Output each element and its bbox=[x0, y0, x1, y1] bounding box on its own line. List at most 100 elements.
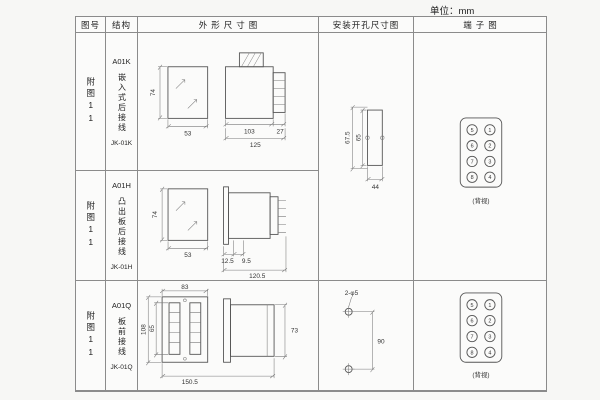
structure-desc: 嵌入式后接线 bbox=[117, 72, 127, 133]
dim-label-total-w: 150.5 bbox=[182, 379, 199, 386]
view-note: (背视) bbox=[472, 370, 489, 379]
dimension-table: 图号 结构 外形尺寸图 安装开孔尺寸图 端子图 附图11 A01K 嵌入式后接线… bbox=[75, 16, 547, 392]
dim-label-total: 120.5 bbox=[249, 273, 266, 280]
figure-cell-a01h: 附图11 bbox=[76, 171, 106, 281]
front-dims: 74 53 bbox=[152, 186, 209, 259]
pin-number: 3 bbox=[488, 159, 491, 165]
outline-cell-a01k: 74 53 103 27 125 bbox=[138, 33, 319, 171]
pin-number: 2 bbox=[488, 144, 491, 150]
side-view bbox=[225, 52, 286, 119]
figure-label: 附图11 bbox=[85, 311, 96, 360]
terminal-drawing-a01q: 5 1 6 2 7 3 8 4 (背视) bbox=[459, 292, 503, 379]
mounting-cell-a01q: 2-φ5 90 bbox=[319, 281, 414, 391]
model-label: A01Q bbox=[111, 300, 132, 310]
terminal-drawing-k-h: 5 1 6 2 7 3 8 4 (背视) bbox=[459, 117, 503, 205]
col-header-figure: 图号 bbox=[76, 17, 106, 33]
dim-label-width: 83 bbox=[181, 284, 189, 291]
header-label: 安装开孔尺寸图 bbox=[332, 19, 400, 30]
dim-label-bezel: 9.5 bbox=[242, 258, 251, 265]
side-dims: 12.5 9.5 120.5 bbox=[221, 236, 288, 280]
figure-cell-a01k: 附图11 bbox=[76, 33, 106, 171]
structure-cell-a01h: A01H 凸出板后接线 JK-01H bbox=[106, 171, 138, 281]
code-label: JK-01Q bbox=[110, 363, 133, 371]
pin-number: 4 bbox=[488, 175, 491, 181]
pin-number: 6 bbox=[471, 319, 474, 325]
dim-label-depth: 103 bbox=[244, 128, 255, 135]
pin-number: 5 bbox=[471, 128, 474, 134]
side-view bbox=[223, 186, 286, 245]
pin-number: 8 bbox=[471, 175, 474, 181]
structure-desc: 板前接线 bbox=[117, 316, 127, 357]
structure-cell-a01k: A01K 嵌入式后接线 JK-01K bbox=[106, 33, 138, 171]
dim-label-width: 53 bbox=[184, 252, 192, 259]
front-dims: 74 53 bbox=[150, 64, 209, 137]
pin-number: 7 bbox=[471, 334, 474, 340]
pin-number: 3 bbox=[488, 334, 491, 340]
terminal-cell-k-h: 5 1 6 2 7 3 8 4 (背视) bbox=[414, 33, 546, 281]
dim-label-cutout-h: 67.5 bbox=[345, 131, 352, 144]
panel-cutout bbox=[365, 109, 385, 166]
pin-number: 6 bbox=[471, 144, 474, 150]
outline-drawing-a01k: 74 53 103 27 125 bbox=[150, 52, 287, 149]
header-label: 端子图 bbox=[463, 19, 501, 30]
terminal-cell-a01q: 5 1 6 2 7 3 8 4 (背视) bbox=[414, 281, 546, 391]
pin-number: 1 bbox=[488, 303, 491, 309]
terminal-body bbox=[459, 292, 503, 363]
mounting-drawing-a01q: 2-φ5 90 bbox=[342, 290, 385, 376]
header-label: 外形尺寸图 bbox=[198, 19, 262, 30]
unit-label: 单位：mm bbox=[430, 6, 475, 17]
front-view bbox=[161, 296, 209, 363]
dim-label-total: 125 bbox=[250, 142, 261, 149]
side-dims: 73 150.5 bbox=[159, 302, 299, 386]
front-view bbox=[167, 66, 209, 119]
outline-cell-a01h: 74 53 12.5 9.5 120.5 bbox=[138, 171, 319, 281]
terminal-body bbox=[459, 117, 503, 188]
mounting-cell-k-h: 65 67.5 44 bbox=[319, 33, 414, 281]
terminal-pins: 5 1 6 2 7 3 8 4 bbox=[466, 124, 496, 183]
code-label: JK-01H bbox=[110, 263, 133, 271]
figure-cell-a01q: 附图11 bbox=[76, 281, 106, 391]
hole-dims: 90 bbox=[352, 309, 385, 373]
side-view bbox=[223, 298, 275, 363]
dim-label-flange: 12.5 bbox=[221, 258, 234, 265]
figure-label: 附图11 bbox=[85, 201, 96, 250]
dim-label-holes: 2-φ5 bbox=[345, 290, 359, 297]
outline-cell-a01q: 83 65 108 73 150.5 bbox=[138, 281, 319, 391]
dim-label-rear: 27 bbox=[277, 128, 285, 135]
pin-number: 2 bbox=[488, 319, 491, 325]
outline-drawing-a01h: 74 53 12.5 9.5 120.5 bbox=[152, 186, 288, 280]
model-label: A01H bbox=[112, 180, 131, 190]
structure-cell-a01q: A01Q 板前接线 JK-01Q bbox=[106, 281, 138, 391]
side-dims: 103 27 125 bbox=[223, 113, 287, 149]
mounting-drawing-k-h: 65 67.5 44 bbox=[345, 104, 385, 191]
dim-label-width: 53 bbox=[184, 130, 192, 137]
dim-label-height: 108 bbox=[140, 324, 147, 335]
col-header-structure: 结构 bbox=[106, 17, 138, 33]
pin-number: 4 bbox=[488, 350, 491, 356]
col-header-terminal: 端子图 bbox=[414, 17, 546, 33]
col-header-outline: 外形尺寸图 bbox=[138, 17, 319, 33]
dim-label-height: 74 bbox=[150, 89, 157, 97]
pin-number: 1 bbox=[488, 128, 491, 134]
terminal-pins: 5 1 6 2 7 3 8 4 bbox=[466, 299, 496, 358]
code-label: JK-01K bbox=[110, 139, 133, 147]
dim-label-side-h: 73 bbox=[291, 328, 299, 335]
outline-drawing-a01q: 83 65 108 73 150.5 bbox=[140, 284, 299, 386]
header-label: 结构 bbox=[111, 19, 131, 30]
mounting-holes bbox=[342, 296, 355, 376]
dim-label-cutout-w: 44 bbox=[372, 184, 380, 191]
header-label: 图号 bbox=[80, 19, 100, 30]
structure-desc: 凸出板后接线 bbox=[117, 196, 127, 257]
dim-label-spacing: 90 bbox=[377, 338, 385, 345]
view-note: (背视) bbox=[472, 196, 489, 205]
pin-number: 5 bbox=[471, 303, 474, 309]
front-dims: 83 65 108 bbox=[140, 284, 209, 366]
col-header-mounting: 安装开孔尺寸图 bbox=[319, 17, 414, 33]
pin-number: 8 bbox=[471, 350, 474, 356]
dim-label-inner-h: 65 bbox=[149, 325, 156, 333]
pin-number: 7 bbox=[471, 159, 474, 165]
cutout-dims: 65 67.5 44 bbox=[345, 104, 385, 191]
dim-label-height: 74 bbox=[152, 211, 159, 219]
dim-label-inner: 65 bbox=[356, 134, 363, 142]
